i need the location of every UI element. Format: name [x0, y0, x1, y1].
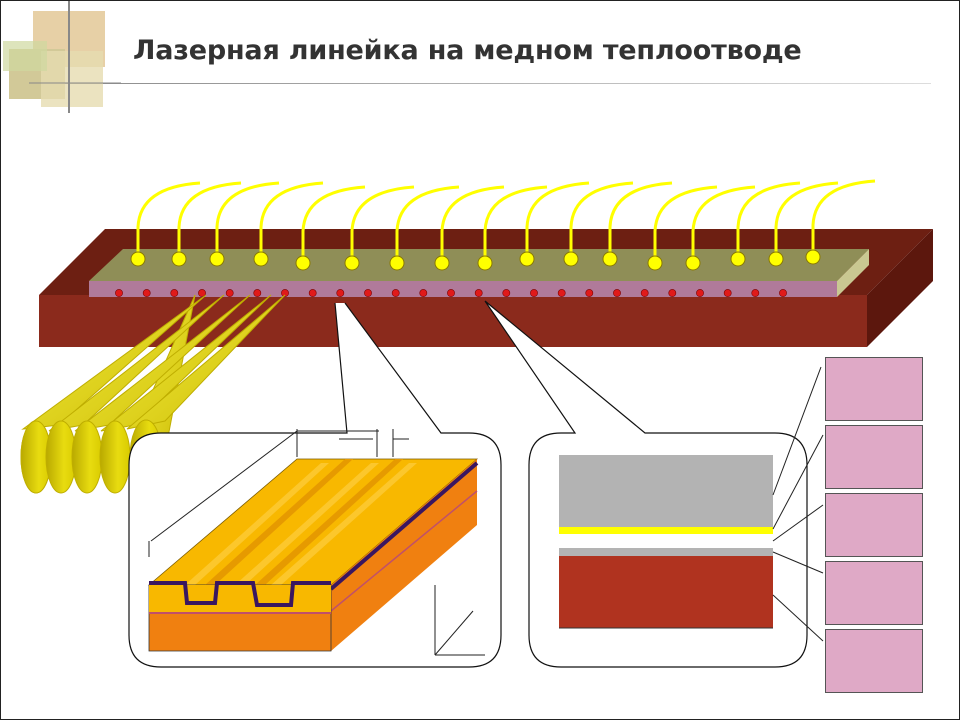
- wire-bond-pads: [130, 249, 821, 271]
- laser-beams: [20, 294, 286, 495]
- emitter-dot: [474, 289, 483, 297]
- wire-bond: [569, 181, 634, 259]
- wire-bond: [259, 181, 324, 259]
- legend-box-4: [825, 561, 923, 625]
- wire-bond-pad: [685, 255, 701, 271]
- wire-bond: [215, 181, 280, 259]
- wire-bond: [177, 181, 242, 259]
- emitter-dot: [668, 289, 677, 297]
- emitter-dot: [779, 289, 787, 297]
- wire-bond-pad: [602, 251, 618, 267]
- wire-bond: [736, 181, 801, 259]
- title-rule: [31, 83, 931, 84]
- emitter-dot: [364, 289, 372, 297]
- wire-bond: [653, 185, 718, 263]
- wire-bond-pad: [647, 255, 663, 271]
- emitter-dot: [308, 289, 317, 297]
- wire-bond: [774, 181, 839, 259]
- slide-title: Лазерная линейка на медном теплоотводе: [133, 35, 802, 66]
- wire-bond: [440, 185, 505, 263]
- wire-bond-pad: [519, 251, 535, 267]
- wire-bonds: [136, 179, 876, 263]
- emitter-dot: [419, 289, 428, 297]
- wire-bond: [350, 185, 415, 263]
- wire-bond-pad: [295, 255, 311, 271]
- wire-bond: [395, 185, 460, 263]
- emitter-dot: [613, 289, 621, 297]
- emitter-dot: [281, 289, 289, 297]
- wire-bond-pad: [389, 255, 405, 271]
- wire-bond-pad: [130, 251, 146, 267]
- legend-box-1: [825, 357, 923, 421]
- emitter-dot: [557, 289, 566, 297]
- wire-bond-pad: [209, 251, 225, 267]
- emitter-dot: [640, 289, 649, 297]
- wire-bond-pad: [171, 251, 187, 267]
- wire-bond-pad: [563, 251, 579, 267]
- legend-box-2: [825, 425, 923, 489]
- wire-bond-pad: [768, 251, 784, 267]
- wire-bond-pad: [253, 251, 269, 267]
- emitter-dot: [391, 289, 400, 297]
- emitter-dot: [530, 289, 538, 297]
- emitter-dot: [253, 289, 262, 297]
- emitter-dot: [225, 289, 234, 297]
- corner-decoration: [3, 1, 121, 113]
- emitter-dot: [585, 289, 594, 297]
- wire-bond-pad: [730, 251, 746, 267]
- emitter-dot: [198, 289, 206, 297]
- emitter-dot: [115, 289, 123, 297]
- wire-bond: [608, 181, 673, 259]
- wire-bond: [811, 179, 876, 257]
- emitter-dots: [115, 289, 787, 297]
- legend-box-3: [825, 493, 923, 557]
- wire-bond-pad: [805, 249, 821, 265]
- emitter-dot: [723, 289, 732, 297]
- emitter-dot: [696, 289, 704, 297]
- wire-bond: [301, 185, 366, 263]
- wire-bond-pad: [477, 255, 493, 271]
- wire-bond: [525, 181, 590, 259]
- legend-box-5: [825, 629, 923, 693]
- emitter-dot: [142, 289, 151, 297]
- emitter-dot: [170, 289, 179, 297]
- emitter-dot: [336, 289, 345, 297]
- wire-bond: [691, 185, 756, 263]
- wire-bond: [136, 181, 201, 259]
- emitter-dot: [447, 289, 455, 297]
- emitter-dot: [502, 289, 511, 297]
- wire-bond-pad: [344, 255, 360, 271]
- emitter-dot: [751, 289, 760, 297]
- wire-bond: [483, 185, 548, 263]
- callout-layer-stack: [484, 300, 824, 668]
- callout-ridge-structure: [128, 302, 502, 668]
- wire-bond-pad: [434, 255, 450, 271]
